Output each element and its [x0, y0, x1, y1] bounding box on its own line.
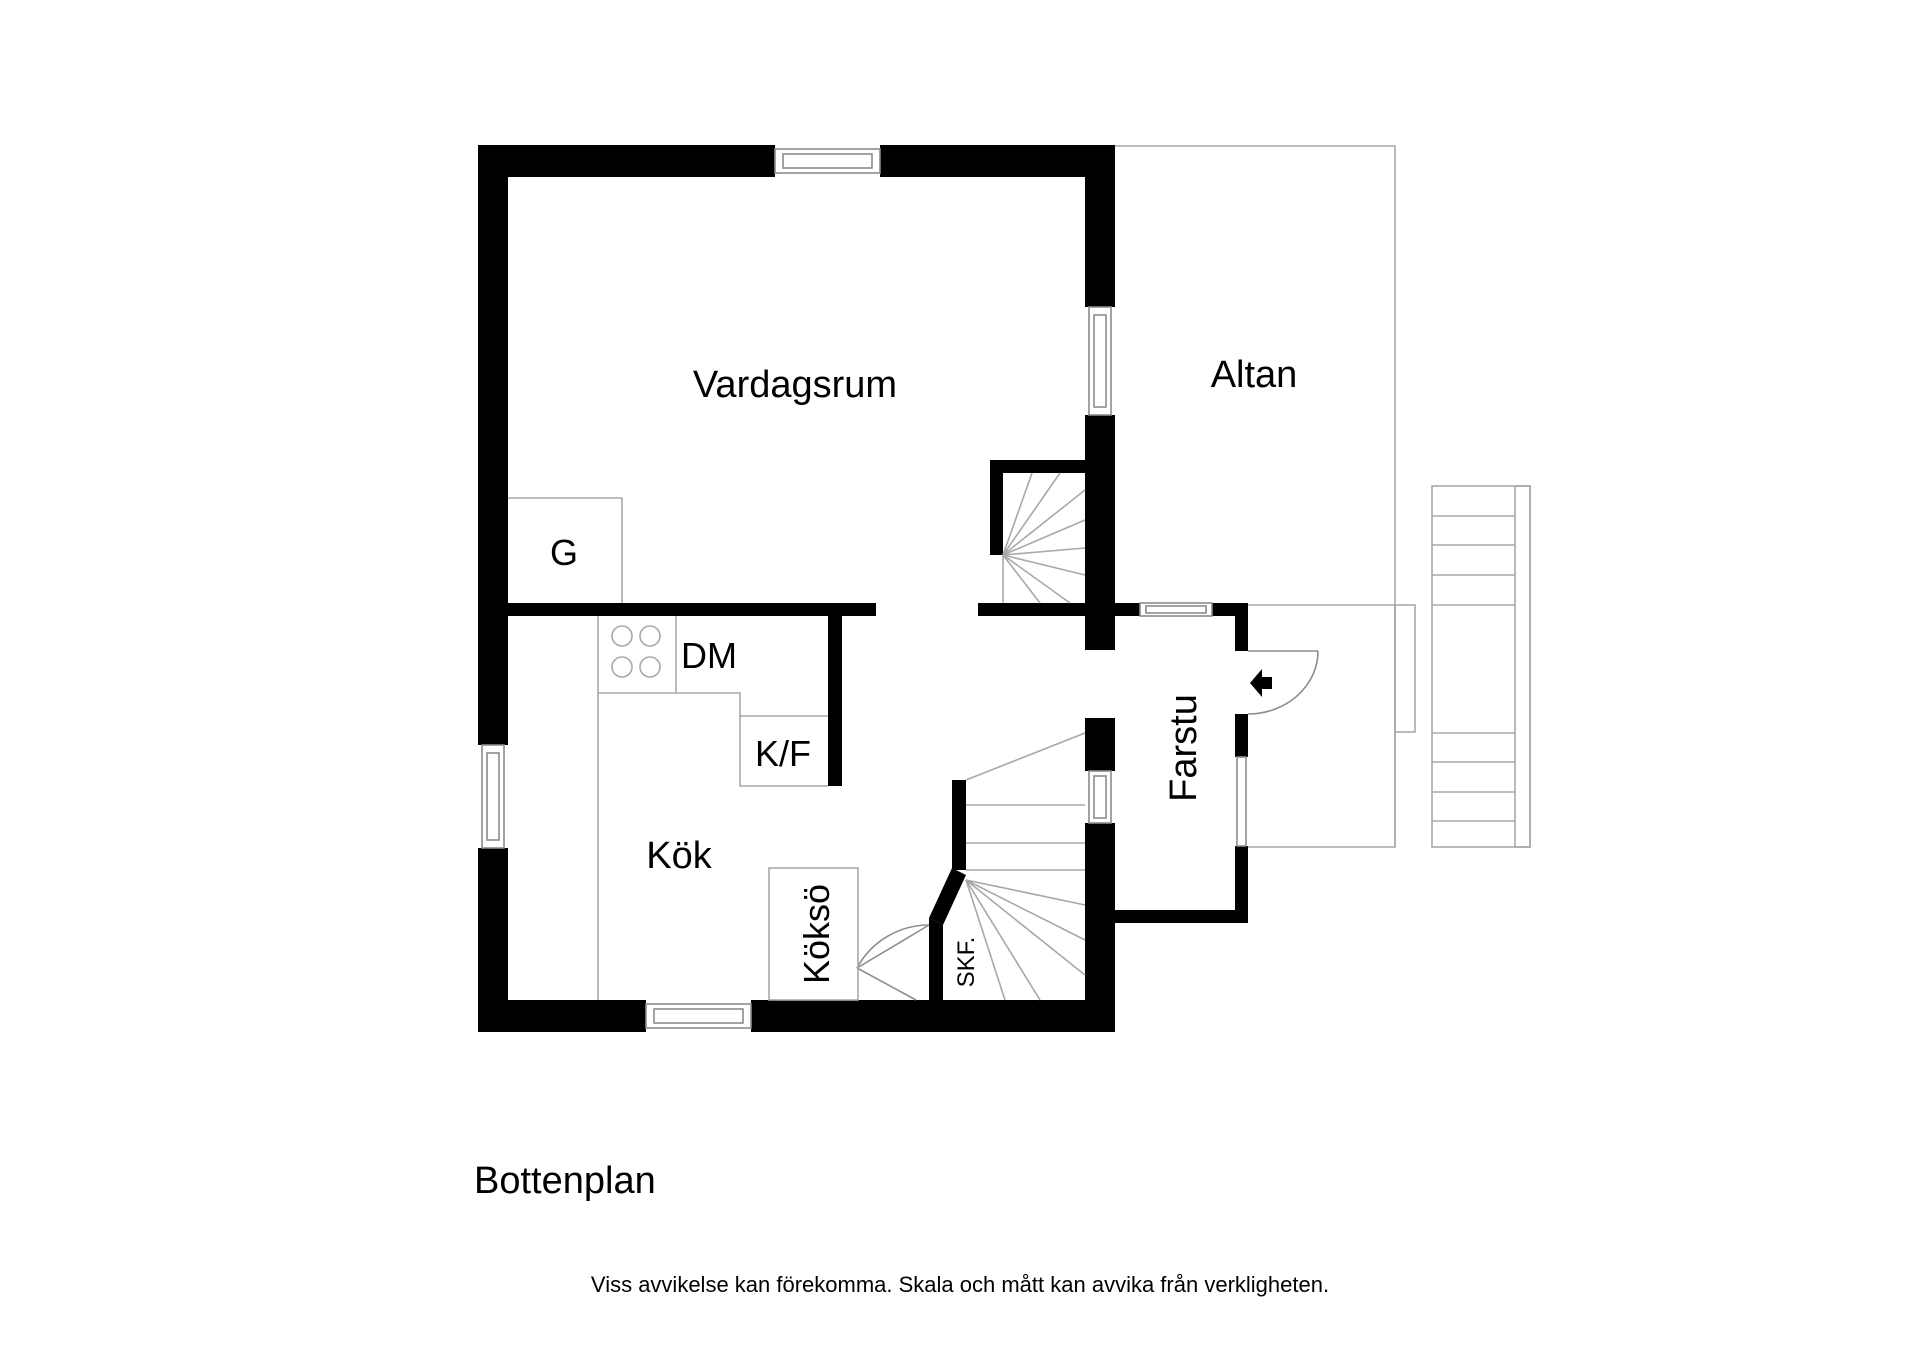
- outdoor-steps: [1431, 485, 1531, 848]
- upper-stairs: [1002, 472, 1086, 604]
- room-label-dm: DM: [681, 635, 737, 676]
- altan-deck: [1114, 145, 1416, 848]
- disclaimer-text: Viss avvikelse kan förekomma. Skala och …: [590, 1272, 1330, 1297]
- stair-door: [856, 924, 930, 1001]
- lower-stairs: [965, 732, 1086, 1001]
- room-label-koksö: Köksö: [796, 884, 837, 984]
- entrance-arrow-icon: [1250, 669, 1272, 697]
- room-label-skf: SKF.: [953, 937, 980, 988]
- room-label-kf: K/F: [755, 733, 811, 774]
- kitchen-fixtures: [508, 497, 859, 1001]
- room-label-altan: Altan: [1211, 354, 1298, 396]
- stove-icon: [611, 625, 661, 678]
- room-label-vardagsrum: Vardagsrum: [693, 364, 897, 406]
- entrance-door: [1247, 650, 1319, 715]
- walls: [478, 145, 1248, 1032]
- room-label-g: G: [550, 532, 578, 573]
- windows: [481, 148, 1247, 1029]
- room-label-kok: Kök: [646, 835, 712, 877]
- plan-title: Bottenplan: [474, 1160, 656, 1202]
- room-label-farstu: Farstu: [1163, 694, 1205, 802]
